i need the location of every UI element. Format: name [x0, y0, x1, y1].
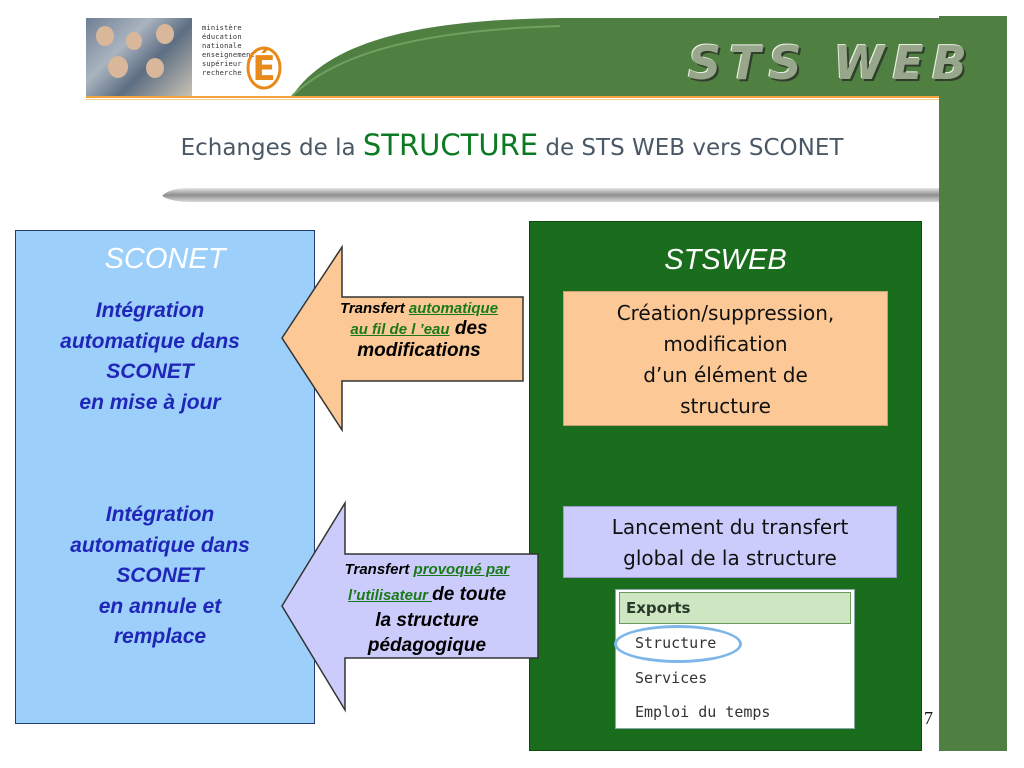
exports-item-emploi-du-temps[interactable]: Emploi du temps — [635, 703, 771, 721]
exports-item-services[interactable]: Services — [635, 669, 708, 687]
header-divider-light — [86, 99, 939, 100]
header-divider — [86, 96, 939, 98]
logo-line: enseignement — [202, 51, 255, 59]
integ-line: Intégration — [105, 503, 215, 526]
slide-title: Echanges de la STRUCTURE de STS WEB vers… — [0, 128, 1024, 162]
integ-line: SCONET — [116, 564, 204, 587]
ministry-logo-e: É — [246, 46, 282, 90]
integ-line: remplace — [113, 625, 207, 648]
integ-line: Intégration — [95, 299, 205, 322]
integ-line: automatique dans — [70, 533, 250, 557]
logo-letter: É — [252, 48, 275, 89]
sconet-integration-update: Intégration automatique dans SCONET en m… — [0, 296, 300, 418]
arrow-provoked — [281, 500, 539, 713]
arrow-provoked-label: Transfert provoqué par l’utilisateur de … — [316, 557, 538, 658]
logo-line: supérieur — [202, 60, 242, 68]
arrow1-underlined-2: au fil de l ’eau — [350, 321, 450, 338]
create-line: structure — [680, 394, 771, 418]
launch-transfer-box: Lancement du transfert global de la stru… — [563, 506, 897, 578]
logo-line: ministère — [202, 24, 242, 32]
title-part2: de STS WEB vers SCONET — [538, 135, 844, 161]
integ-line: automatique dans — [60, 329, 240, 353]
logo-line: éducation — [202, 33, 242, 41]
arrow2-underlined-2: l’utilisateur — [347, 587, 433, 604]
page-number: 7 — [924, 708, 933, 728]
title-part1: Echanges de la — [180, 135, 363, 161]
arrow2-rest-1: de toute — [432, 584, 507, 605]
launch-line: Lancement du transfert — [611, 515, 849, 539]
right-green-band — [939, 16, 1007, 751]
arrow1-prefix: Transfert — [339, 300, 409, 317]
arrow2-underlined-1: provoqué par — [413, 561, 510, 578]
arrow-automatic-label: Transfert automatique au fil de l ’eau d… — [312, 300, 526, 362]
title-underline-bar — [162, 188, 939, 202]
arrow1-rest-2: modifications — [357, 340, 481, 361]
create-modify-box: Création/suppression, modification d’un … — [563, 291, 888, 426]
sconet-panel: SCONET — [15, 230, 315, 724]
launch-line: global de la structure — [623, 546, 837, 570]
arrow2-prefix: Transfert — [344, 561, 414, 578]
sts-web-logo: STS WEB — [688, 36, 975, 90]
integ-line: en annule et — [98, 594, 222, 618]
stsweb-title: STSWEB — [664, 244, 787, 276]
logo-line: nationale — [202, 42, 242, 50]
sconet-integration-replace: Intégration automatique dans SCONET en a… — [10, 500, 310, 653]
arrow-automatic — [281, 244, 524, 433]
create-line: modification — [663, 332, 788, 356]
sconet-title: SCONET — [104, 243, 226, 275]
header-green-hill — [291, 18, 939, 97]
structure-highlight-ellipse — [614, 625, 742, 663]
arrow1-rest-1: des — [449, 318, 488, 339]
arrow2-rest-2: la structure — [375, 610, 479, 631]
exports-menu-header: Exports — [619, 592, 851, 624]
title-emphasis: STRUCTURE — [362, 128, 539, 162]
arrow2-rest-3: pédagogique — [367, 635, 487, 656]
header-photo-students — [86, 18, 192, 96]
create-line: Création/suppression, — [616, 301, 835, 325]
ministry-logo-text: ministère éducation nationale enseigneme… — [202, 24, 255, 78]
create-line: d’un élément de — [643, 363, 808, 387]
arrow1-underlined-1: automatique — [408, 300, 499, 317]
integ-line: SCONET — [106, 360, 194, 383]
integ-line: en mise à jour — [79, 390, 221, 414]
logo-line: recherche — [202, 69, 242, 77]
